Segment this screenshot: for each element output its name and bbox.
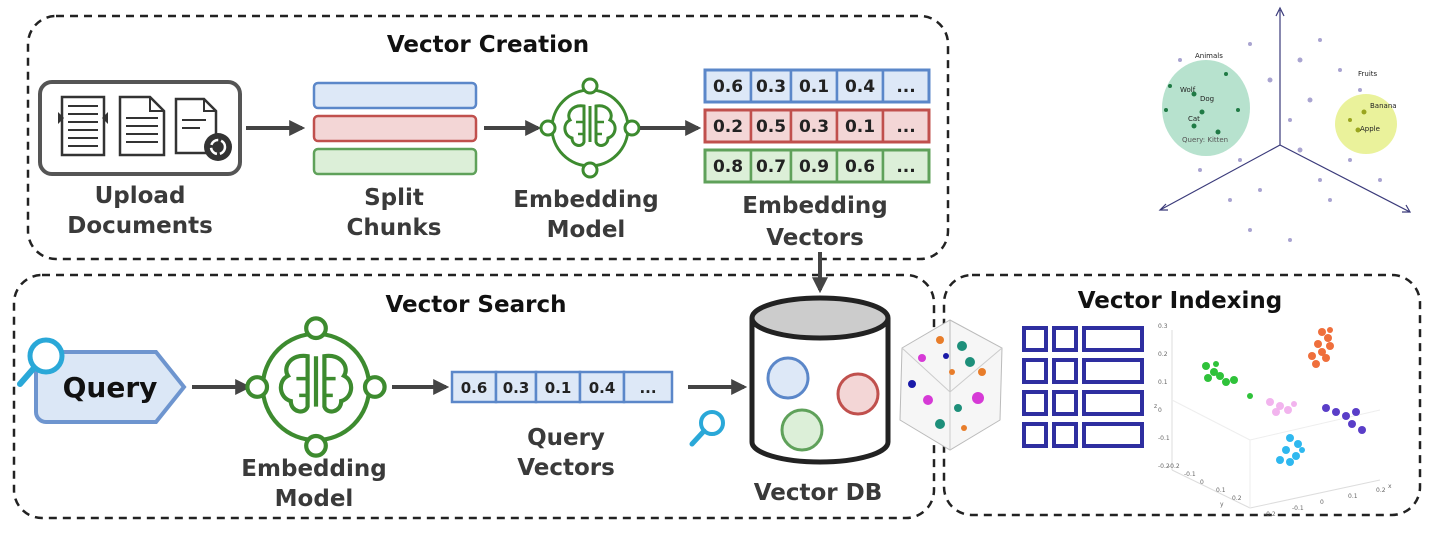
vector-row-border xyxy=(703,148,931,184)
tick-y: -0.1 xyxy=(1184,471,1196,478)
axis-z-label: z xyxy=(1154,403,1157,410)
cluster-plot-3d: 0.30.20.10-0.1-0.2 -0.2-0.100.10.2 -0.2-… xyxy=(1154,323,1392,518)
tick-z: 0.2 xyxy=(1158,351,1168,358)
tick-x: 0.2 xyxy=(1376,487,1386,494)
query-vector-cell: 0.1 xyxy=(545,379,572,397)
query-vector-cell: 0.6 xyxy=(461,379,488,397)
tick-y: 0 xyxy=(1200,479,1204,486)
tick-z: 0.1 xyxy=(1158,379,1168,386)
vector-row-border xyxy=(703,108,931,144)
vector-cell-box xyxy=(789,68,839,104)
model-label-line1: Embedding xyxy=(513,187,658,213)
axis-x-label: x xyxy=(1388,483,1392,490)
point-label-dog: Dog xyxy=(1200,95,1214,103)
query-vector-row: 0.6 0.3 0.1 0.4... xyxy=(450,370,674,404)
query-label: Query xyxy=(63,371,158,404)
semantic-space-plot: Animals Fruits Wolf Dog Cat Query: Kitte… xyxy=(1158,6,1412,242)
vector-row: 0.6 0.3 0.1 0.4... xyxy=(703,68,931,104)
query-vector-cell: 0.4 xyxy=(589,379,616,397)
upload-documents-icon xyxy=(38,80,242,176)
fruits-cluster xyxy=(1335,94,1397,154)
tick-y: -0.2 xyxy=(1168,463,1180,470)
vector-cell: 0.9 xyxy=(799,157,829,177)
query-vectors-label-line1: Query xyxy=(527,425,605,451)
vector-search-title: Vector Search xyxy=(386,292,567,318)
vectors-label-line2: Vectors xyxy=(766,225,864,251)
vector-cell-box xyxy=(789,148,839,184)
vector-cell: 0.7 xyxy=(756,157,786,177)
vector-cell-box xyxy=(835,108,885,144)
search-model-label-line1: Embedding xyxy=(241,456,386,482)
vector-indexing-title: Vector Indexing xyxy=(1078,288,1282,314)
magnifier-icon xyxy=(17,337,65,387)
query-vector-cell-box xyxy=(534,370,582,404)
tick-y: 0.2 xyxy=(1232,495,1242,502)
tick-z: -0.1 xyxy=(1158,435,1170,442)
vector-cell: 0.8 xyxy=(713,157,743,177)
point-label-cat: Cat xyxy=(1188,115,1200,123)
upload-label-line1: Upload xyxy=(95,183,186,209)
cluster-label-fruits: Fruits xyxy=(1358,70,1378,78)
upload-label-line2: Documents xyxy=(67,213,213,239)
model-label-line2: Model xyxy=(547,217,626,243)
vector-creation-title: Vector Creation xyxy=(387,32,589,58)
split-label-line1: Split xyxy=(364,185,424,211)
tick-z: 0 xyxy=(1158,407,1162,414)
tick-x: 0 xyxy=(1320,499,1324,506)
vector-cell-box xyxy=(881,68,931,104)
vector-cell: ... xyxy=(896,157,915,177)
vector-cell: 0.1 xyxy=(845,117,875,137)
tick-x: -0.2 xyxy=(1264,511,1276,518)
vector-cell: 0.6 xyxy=(845,157,875,177)
vectors-label-line1: Embedding xyxy=(742,193,887,219)
vector-cell: 0.6 xyxy=(713,77,743,97)
brain-icon xyxy=(539,77,641,179)
query-vectors-label-line2: Vectors xyxy=(517,455,615,481)
vector-cell: 0.4 xyxy=(845,77,875,97)
vector-db-label: Vector DB xyxy=(754,480,883,506)
point-label-banana: Banana xyxy=(1370,102,1397,110)
split-chunks-icon xyxy=(312,81,478,176)
vector-cell: 0.3 xyxy=(756,77,786,97)
vector-db-icon xyxy=(749,295,891,465)
vector-row-border xyxy=(703,68,931,104)
query-vector-cell-box xyxy=(578,370,626,404)
tick-y: 0.1 xyxy=(1216,487,1226,494)
cluster-label-animals: Animals xyxy=(1195,52,1223,60)
vector-cell: 0.5 xyxy=(756,117,786,137)
point-label-query: Query: Kitten xyxy=(1182,136,1228,144)
query-vector-cell: ... xyxy=(639,379,656,397)
split-label-line2: Chunks xyxy=(347,215,442,241)
search-model-label-line2: Model xyxy=(275,486,354,512)
cube-scatter-icon xyxy=(899,319,1003,451)
query-vector-cell-box xyxy=(622,370,674,404)
tick-z: 0.3 xyxy=(1158,323,1168,330)
vector-cell: ... xyxy=(896,117,915,137)
tick-x: 0.1 xyxy=(1348,493,1358,500)
animals-cluster xyxy=(1162,60,1250,156)
vector-creation-section xyxy=(26,14,950,261)
magnifier-icon xyxy=(689,410,725,447)
tick-x: -0.1 xyxy=(1292,505,1304,512)
vector-row: 0.2 0.5 0.3 0.1... xyxy=(703,108,931,144)
point-label-apple: Apple xyxy=(1360,125,1380,133)
vector-cell: ... xyxy=(896,77,915,97)
vector-cell: 0.2 xyxy=(713,117,743,137)
vector-cell: 0.1 xyxy=(799,77,829,97)
index-table-icon xyxy=(1022,326,1144,448)
tick-z: -0.2 xyxy=(1158,463,1170,470)
axis-y-label: y xyxy=(1220,501,1224,508)
vector-row: 0.8 0.7 0.9 0.6... xyxy=(703,148,931,184)
query-vector-cell: 0.3 xyxy=(503,379,530,397)
query-vector-cell-box xyxy=(494,370,538,404)
vector-cell: 0.3 xyxy=(799,117,829,137)
brain-icon xyxy=(245,316,387,458)
point-label-wolf: Wolf xyxy=(1180,86,1196,94)
